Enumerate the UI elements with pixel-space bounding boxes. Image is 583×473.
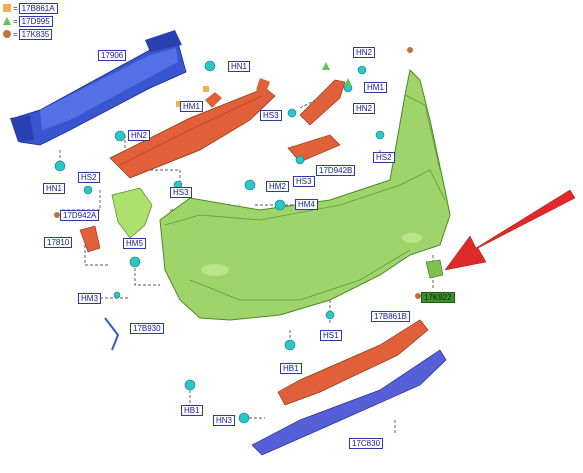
label-hm5[interactable]: HM5 — [123, 238, 146, 249]
label-hm4[interactable]: HM4 — [295, 199, 318, 210]
label-hs2-right[interactable]: HS2 — [373, 152, 395, 163]
lower-diffuser-trim — [251, 349, 447, 456]
label-hs3-top[interactable]: HS3 — [260, 110, 282, 121]
label-hb1-bottom[interactable]: HB1 — [181, 405, 203, 416]
label-hn1-left[interactable]: HN1 — [43, 183, 66, 194]
label-17c830[interactable]: 17C830 — [349, 438, 384, 449]
triangle-icon — [3, 17, 11, 25]
label-hb1-mid[interactable]: HB1 — [280, 363, 302, 374]
label-hn2-left[interactable]: HN2 — [128, 130, 151, 141]
sensor-17k922 — [425, 259, 444, 279]
label-hs2-left[interactable]: HS2 — [78, 172, 100, 183]
label-hm3[interactable]: HM3 — [78, 293, 101, 304]
label-hm2[interactable]: HM2 — [266, 181, 289, 192]
label-17b861b[interactable]: 17B861B — [371, 311, 410, 322]
red-pointer-arrow — [444, 189, 576, 271]
label-hn2-mid[interactable]: HN2 — [353, 103, 376, 114]
lower-reinforcement — [277, 319, 429, 406]
circle-icon — [3, 30, 11, 38]
legend-item-17b861a: = 17B861A — [3, 2, 58, 14]
label-17906[interactable]: 17906 — [98, 50, 127, 61]
upper-mounting-rail — [109, 78, 276, 179]
square-icon — [3, 4, 11, 12]
callout-symbols — [54, 47, 421, 299]
label-17k922[interactable]: 17K922 — [421, 292, 455, 303]
rear-bumper-cover — [159, 68, 451, 321]
label-hn1-top[interactable]: HN1 — [228, 61, 251, 72]
legend-code[interactable]: 17D995 — [18, 15, 53, 27]
label-hm1-right[interactable]: HM1 — [364, 82, 387, 93]
label-17d942b[interactable]: 17D942B — [316, 165, 356, 176]
label-17810[interactable]: 17810 — [44, 237, 73, 248]
side-bracket-left-green — [111, 187, 153, 239]
bracket-17810 — [79, 225, 101, 253]
rear-crossmember-beam — [10, 30, 187, 146]
legend-code[interactable]: 17B861A — [18, 2, 58, 14]
label-hs3-mid[interactable]: HS3 — [293, 176, 315, 187]
label-17d942a[interactable]: 17D942A — [60, 210, 100, 221]
label-hn3[interactable]: HN3 — [213, 415, 236, 426]
side-bracket-right-lower — [287, 134, 341, 163]
label-hn2-top[interactable]: HN2 — [353, 47, 376, 58]
legend-code[interactable]: 17K835 — [18, 28, 53, 40]
label-hm1-mid[interactable]: HM1 — [180, 101, 203, 112]
legend-item-17k835: = 17K835 — [3, 28, 53, 40]
legend-item-17d995: = 17D995 — [3, 15, 53, 27]
label-17b930[interactable]: 17B930 — [130, 323, 164, 334]
wire-bracket-17b930 — [104, 317, 120, 351]
label-hs1[interactable]: HS1 — [320, 330, 342, 341]
side-bracket-right-upper — [299, 79, 346, 126]
label-hs3-lower[interactable]: HS3 — [170, 187, 192, 198]
